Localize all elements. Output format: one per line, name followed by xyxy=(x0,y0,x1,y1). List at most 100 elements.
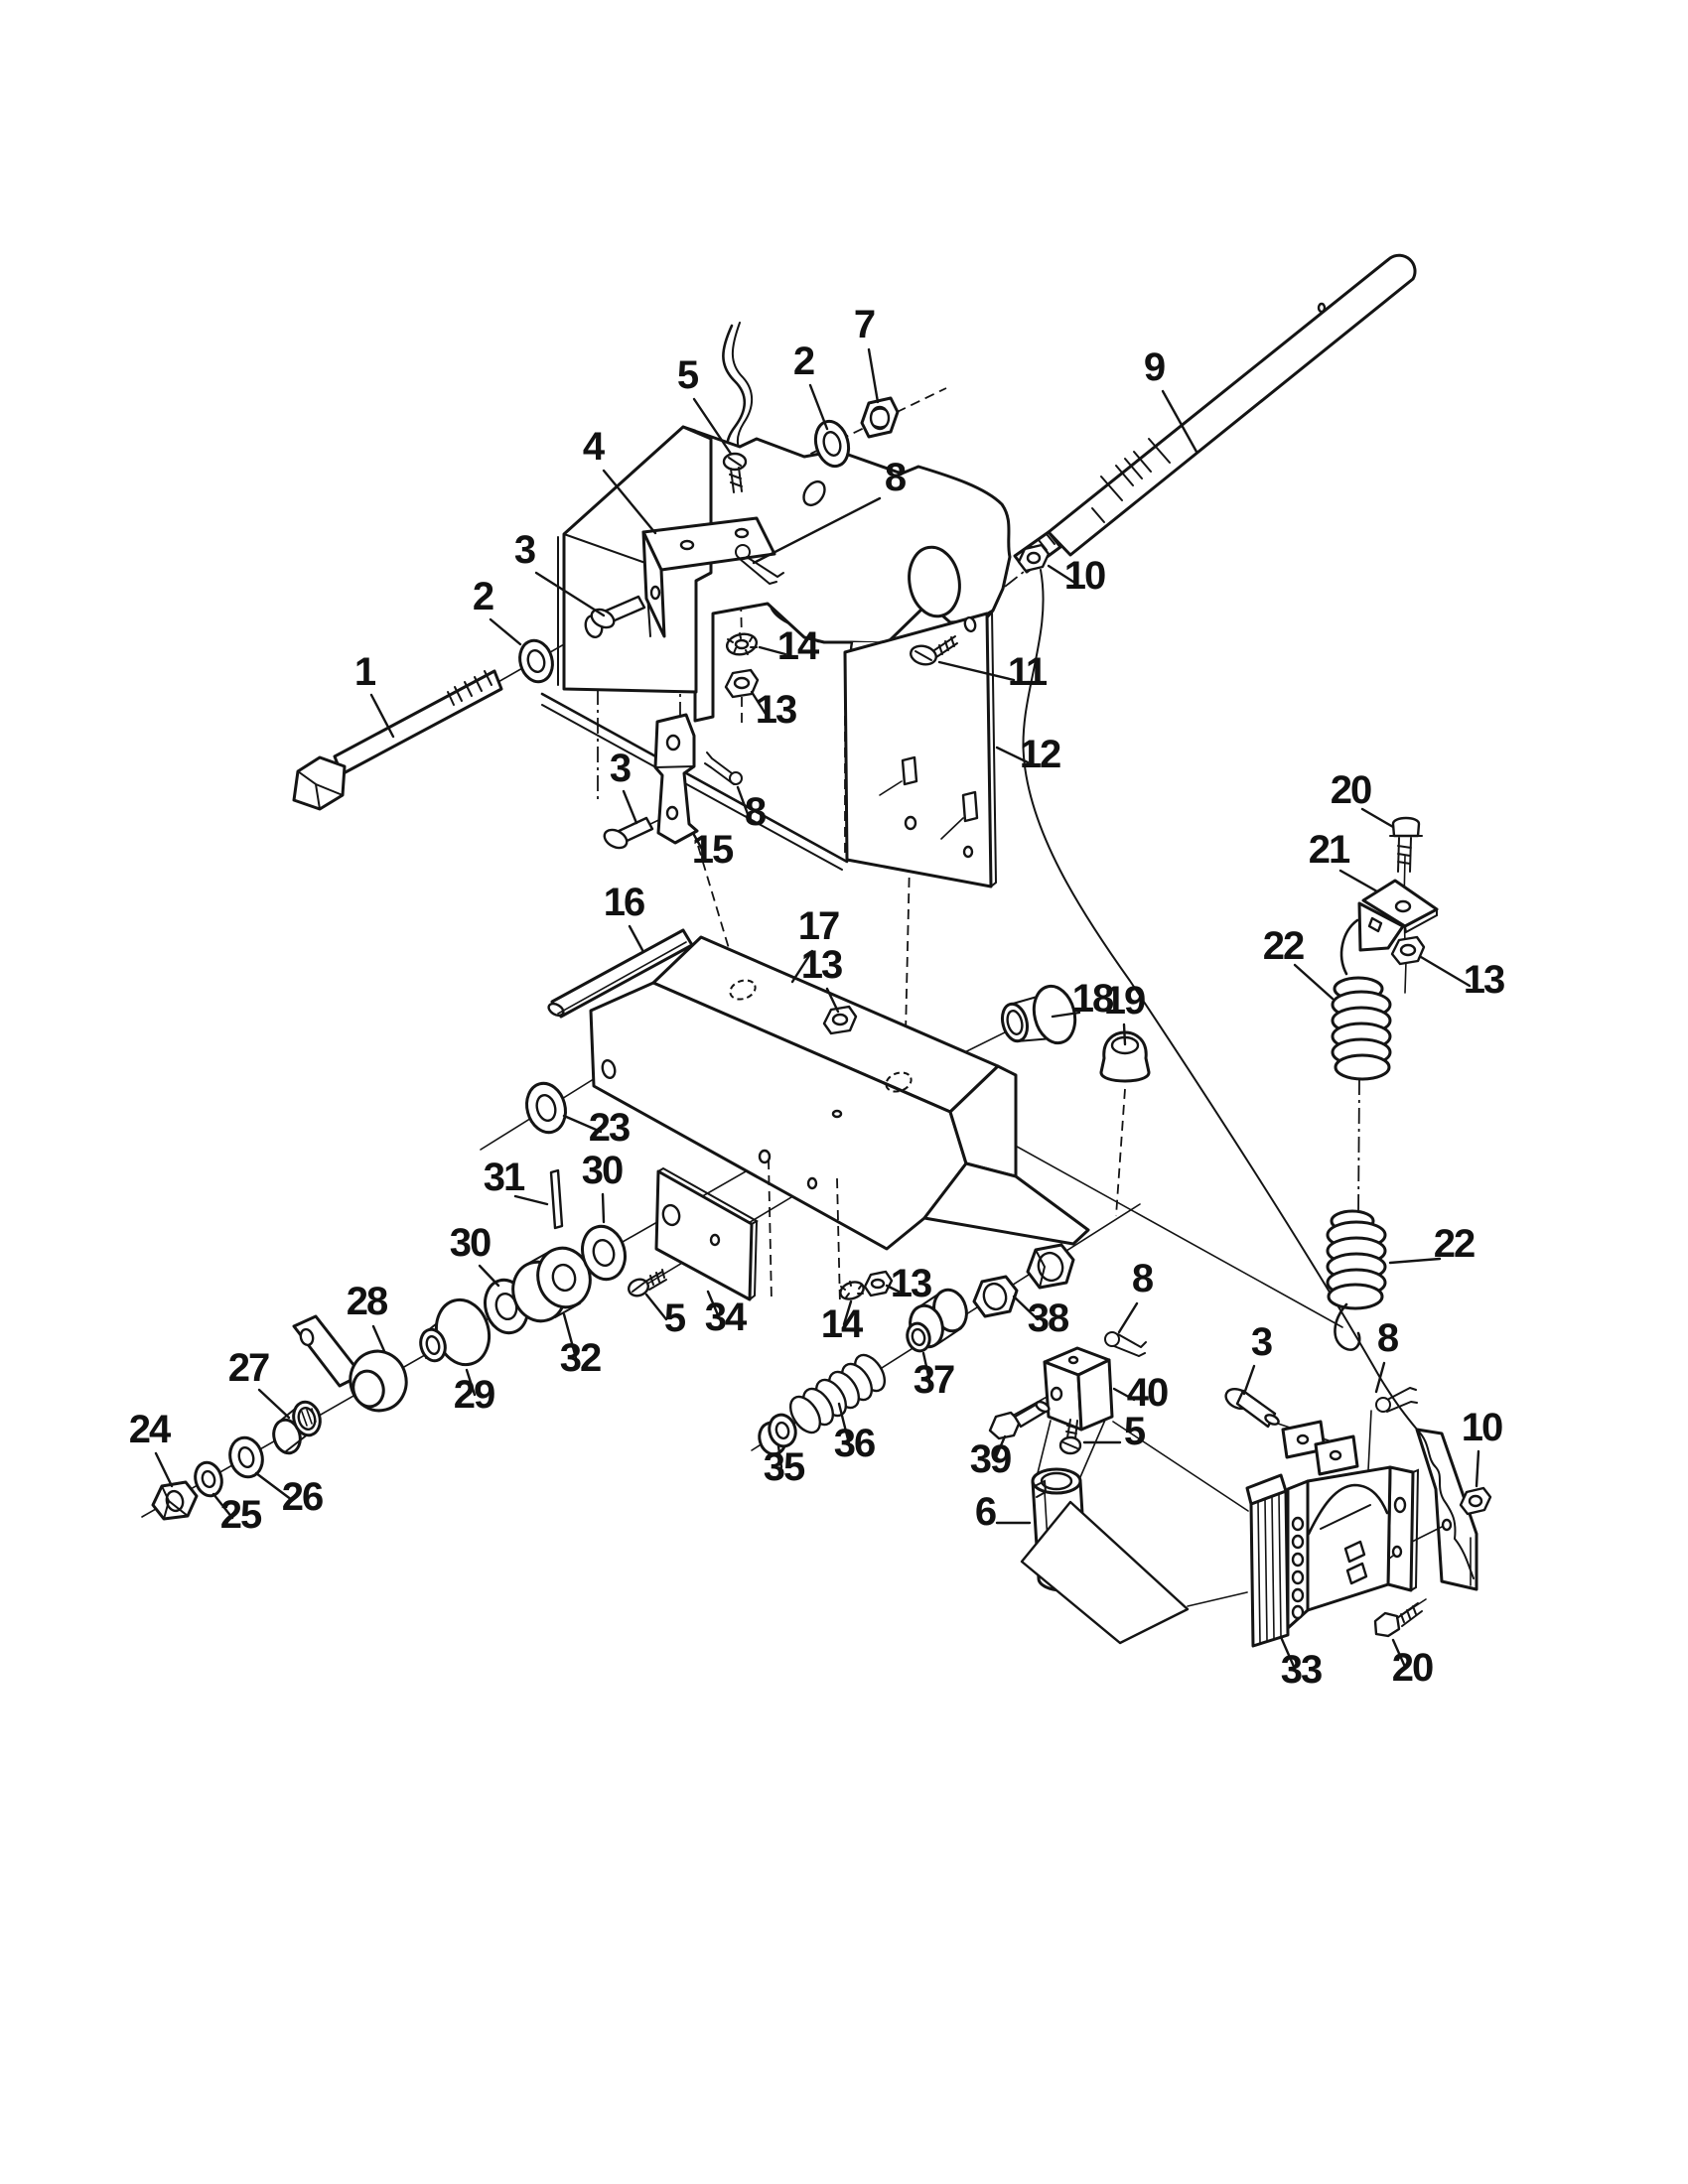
callout-leader-5-38 xyxy=(644,1293,668,1321)
callout-leader-27-33 xyxy=(257,1388,291,1420)
callout-leader-13-20 xyxy=(825,987,840,1014)
pivot-bushing-37 xyxy=(906,1288,968,1353)
callout-leader-31-27 xyxy=(513,1194,549,1206)
hex-nut-13-bracket xyxy=(822,1005,858,1035)
roller-rod-16 xyxy=(547,928,694,1019)
part-callout-19-22: 19 xyxy=(1104,979,1145,1023)
lock-washer-14 xyxy=(725,632,759,656)
callout-leader-39-45 xyxy=(993,1434,1007,1461)
part-callout-8-50: 8 xyxy=(1377,1316,1399,1360)
cotter-pin-8-anchor xyxy=(1375,1387,1418,1413)
part-callout-3-2: 3 xyxy=(514,528,535,572)
part-callout-1-0: 1 xyxy=(354,650,376,694)
washer-2-left xyxy=(518,638,554,684)
hex-nut-7 xyxy=(860,396,900,439)
spring-hanger-group xyxy=(1326,816,1439,1351)
callout-leader-3-2 xyxy=(534,571,606,617)
bracket-4 xyxy=(641,516,776,638)
part-callout-10-52: 10 xyxy=(1462,1406,1502,1449)
callout-leader-29-31 xyxy=(465,1368,477,1397)
roll-pin-31 xyxy=(549,1168,564,1230)
part-callout-8-7: 8 xyxy=(885,456,907,499)
part-callout-10-9: 10 xyxy=(1064,554,1105,598)
lock-washer-14-lower xyxy=(839,1281,865,1300)
part-callout-36-42: 36 xyxy=(834,1422,875,1465)
hex-nut-13-lower xyxy=(863,1270,894,1297)
part-callout-27-33: 27 xyxy=(228,1346,269,1390)
screw-20-lower xyxy=(1373,1602,1423,1638)
compression-spring-36 xyxy=(788,1353,887,1434)
callout-leader-5-4 xyxy=(692,397,733,456)
callout-leader-2-5 xyxy=(808,383,829,431)
lower-bracket-17-assembly xyxy=(525,928,1151,1306)
washer-25 xyxy=(194,1460,223,1498)
skirt-edge xyxy=(540,692,849,864)
lever-arm-28 xyxy=(292,1314,408,1413)
part-callout-9-8: 9 xyxy=(1144,345,1165,389)
callout-leader-37-43 xyxy=(921,1351,931,1382)
callout-leader-20-23 xyxy=(1360,807,1395,829)
callout-leader-9-8 xyxy=(1161,389,1198,454)
cotter-pin-8-upper xyxy=(735,544,784,585)
part-callout-6-49: 6 xyxy=(975,1490,996,1534)
part-callout-37-43: 37 xyxy=(914,1358,954,1402)
part-callout-12-11: 12 xyxy=(1020,733,1060,776)
part-callout-33-54: 33 xyxy=(1281,1648,1322,1692)
callout-leader-40-46 xyxy=(1112,1387,1136,1402)
hanger-bracket-21 xyxy=(1357,879,1439,952)
callout-leader-38-44 xyxy=(1012,1295,1040,1321)
callout-leader-23-19 xyxy=(562,1114,603,1134)
screw-5-plate xyxy=(628,1269,667,1297)
bolt-1 xyxy=(292,669,503,811)
part-callout-39-45: 39 xyxy=(970,1437,1011,1481)
ratchet-body xyxy=(1306,1465,1392,1612)
callout-leader-16-17 xyxy=(628,924,644,952)
callout-leader-13-26 xyxy=(1419,955,1472,988)
cotter-pin-8-clevis xyxy=(1104,1331,1147,1357)
part-callout-21-24: 21 xyxy=(1309,828,1350,872)
hex-nut-24 xyxy=(151,1480,199,1521)
part-callout-14-39: 14 xyxy=(821,1302,864,1346)
clevis-pin-3-lower xyxy=(603,816,654,850)
hex-nut-10-upper xyxy=(1017,543,1051,573)
callout-leader-12-11 xyxy=(995,746,1030,764)
callout-leader-8-50 xyxy=(1374,1361,1386,1394)
bolt-3-anchor xyxy=(1224,1387,1280,1429)
part-callout-32-30: 32 xyxy=(560,1336,601,1380)
part-callout-13-20: 13 xyxy=(801,943,842,987)
part-callout-2-5: 2 xyxy=(793,340,814,383)
part-callout-26-36: 26 xyxy=(282,1475,323,1519)
clevis-group xyxy=(988,1331,1190,1645)
part-callout-4-3: 4 xyxy=(583,425,606,469)
spacer-32 xyxy=(511,1246,592,1323)
part-callout-5-4: 5 xyxy=(677,353,699,397)
clevis-bracket-40 xyxy=(1043,1346,1114,1432)
flanged-bushing-29 xyxy=(419,1297,492,1367)
rear-plate xyxy=(681,425,1012,723)
callout-leader-3-51 xyxy=(1242,1364,1256,1396)
callout-leader-18-21 xyxy=(1051,1011,1081,1019)
ratchet-assembly-33 xyxy=(1224,1387,1492,1648)
part-callout-14-13: 14 xyxy=(777,624,820,668)
part-callout-8-16: 8 xyxy=(745,790,767,834)
callout-leader-8-48 xyxy=(1117,1301,1139,1334)
hex-nut-10-lower xyxy=(1459,1486,1492,1516)
callout-leader-3-15 xyxy=(622,789,638,825)
upper-weldment-plate-12-assembly xyxy=(292,396,1012,888)
part-callout-5-38: 5 xyxy=(664,1297,686,1340)
part-callout-8-48: 8 xyxy=(1132,1257,1154,1300)
screw-5-top xyxy=(722,452,748,493)
part-callout-40-46: 40 xyxy=(1127,1371,1168,1415)
part-callout-13-40: 13 xyxy=(891,1262,931,1305)
callout-leader-7-6 xyxy=(867,347,880,404)
part-callout-35-41: 35 xyxy=(764,1445,805,1489)
callout-leader-30-29 xyxy=(478,1264,500,1288)
washer-2-top xyxy=(813,419,851,469)
callout-leader-2-1 xyxy=(489,617,522,646)
callout-leader-8-7 xyxy=(752,496,882,565)
extension-spring-22-lower xyxy=(1326,1209,1387,1351)
cable-sector-plate xyxy=(1397,1428,1478,1591)
callout-leader-25-35 xyxy=(211,1492,234,1520)
